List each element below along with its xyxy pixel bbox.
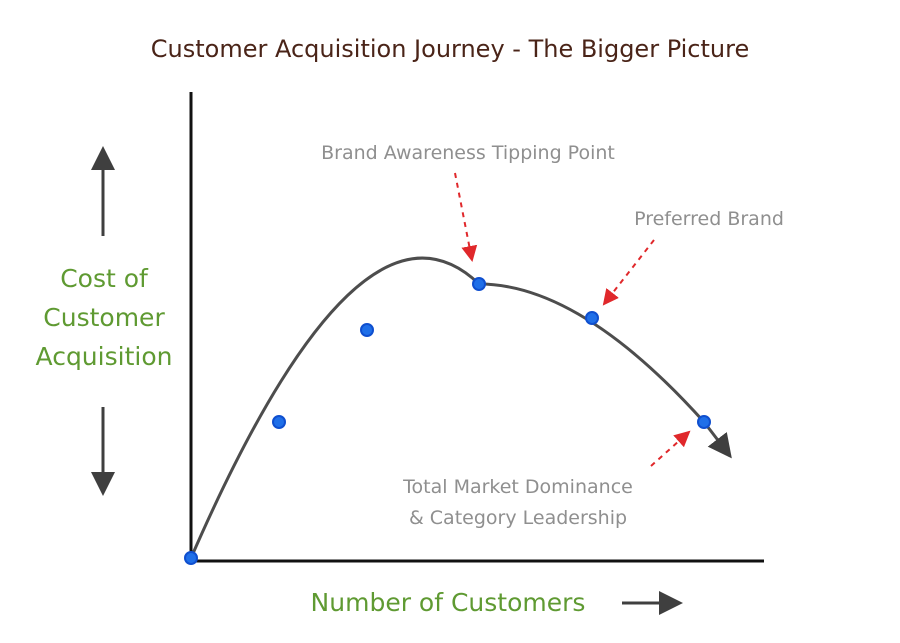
preferred-brand-pointer-arrow: [602, 239, 655, 306]
curve-point-rising-cost: [360, 323, 374, 337]
annotation-tipping-point: Brand Awareness Tipping Point: [321, 142, 615, 164]
y-axis-label-line-2: Customer: [43, 303, 165, 332]
curve-point-early-growth: [272, 415, 286, 429]
curve-point-origin: [184, 551, 198, 565]
curve-point-preferred-brand: [585, 311, 599, 325]
x-axis-label: Number of Customers: [311, 588, 586, 617]
annotation-market-dominance-line-2: & Category Leadership: [409, 507, 627, 529]
chart-title: Customer Acquisition Journey - The Bigge…: [151, 35, 749, 63]
annotation-market-dominance-line-1: Total Market Dominance: [402, 476, 633, 498]
curve-point-market-dominance: [697, 415, 711, 429]
curve-point-tipping-point: [472, 277, 486, 291]
y-axis-label-line-3: Acquisition: [36, 342, 173, 371]
annotation-preferred-brand: Preferred Brand: [634, 208, 784, 230]
tipping-point-pointer-arrow: [454, 172, 478, 262]
y-axis-label-line-1: Cost of: [60, 264, 149, 293]
acquisition-cost-curve: [189, 256, 732, 559]
market-dominance-pointer-arrow: [650, 430, 691, 467]
